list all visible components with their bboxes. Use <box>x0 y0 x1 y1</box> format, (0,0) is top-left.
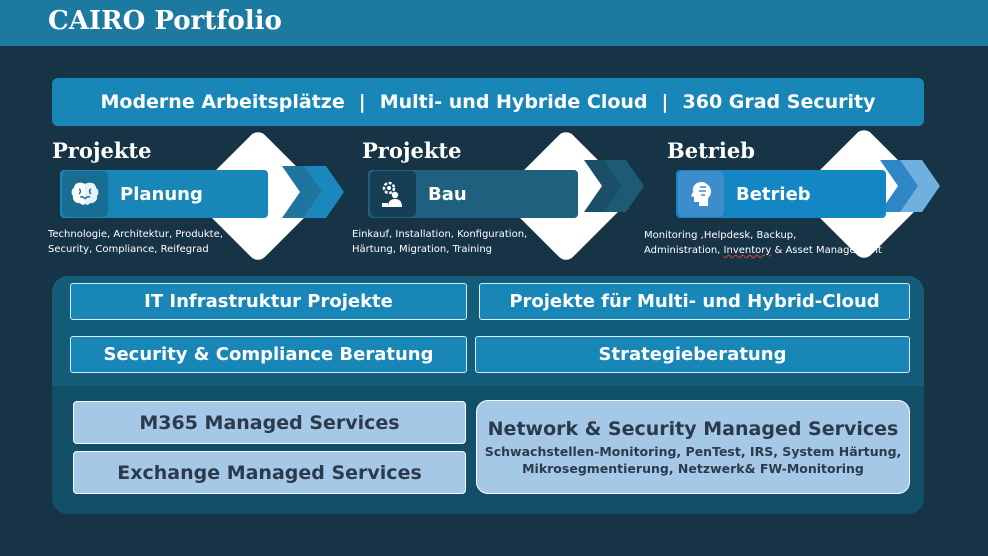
service-multi-hybrid-cloud: Projekte für Multi- und Hybrid-Cloud <box>479 283 910 320</box>
service-network-security-managed: Network & Security Managed Services Schw… <box>476 400 910 494</box>
focus-banner: Moderne Arbeitsplätze | Multi- und Hybri… <box>52 78 924 126</box>
phase-description-line: Härtung, Migration, Training <box>352 244 493 255</box>
banner-item-cloud: Multi- und Hybride Cloud <box>379 91 648 113</box>
phase-card-planung: Planung <box>60 170 268 218</box>
service-it-infrastructure: IT Infrastruktur Projekte <box>70 283 467 320</box>
services-panel: IT Infrastruktur Projekte Projekte für M… <box>52 276 924 514</box>
phase-description-text: & Asset Management <box>771 245 882 256</box>
phase-label-betrieb: Betrieb <box>736 183 811 205</box>
service-strategy-consulting: Strategieberatung <box>475 336 910 373</box>
title-bar: CAIRO Portfolio <box>0 0 988 46</box>
service-exchange-managed: Exchange Managed Services <box>73 451 466 494</box>
phase-heading-betrieb: Betrieb <box>667 138 755 163</box>
phase-description-text: Inventory <box>723 245 772 256</box>
phase-description-text: Administration, <box>644 245 724 256</box>
banner-item-workplace: Moderne Arbeitsplätze <box>100 91 345 113</box>
banner-separator: | <box>358 91 366 113</box>
phase-heading-bau: Projekte <box>362 138 462 163</box>
phase-description-line: Einkauf, Installation, Konfiguration, <box>352 229 528 240</box>
service-detail-line: Mikrosegmentierung, Netzwerk& FW-Monitor… <box>522 461 864 476</box>
phase-description-betrieb: Monitoring ,Helpdesk, Backup, Administra… <box>644 228 882 258</box>
phase-description-planung: Technologie, Architektur, Produkte, Secu… <box>48 227 223 257</box>
banner-separator: | <box>661 91 669 113</box>
gear-worker-icon <box>370 171 416 217</box>
phase-label-bau: Bau <box>428 183 467 205</box>
phase-description-line: Security, Compliance, Reifegrad <box>48 244 209 255</box>
phase-heading-planung: Projekte <box>52 138 152 163</box>
service-security-compliance: Security & Compliance Beratung <box>70 336 467 373</box>
brain-icon <box>62 171 108 217</box>
phase-label-planung: Planung <box>120 183 203 205</box>
phase-description-bau: Einkauf, Installation, Konfiguration, Hä… <box>352 227 527 257</box>
phase-card-betrieb: Betrieb <box>676 170 886 218</box>
phase-card-bau: Bau <box>368 170 578 218</box>
service-detail-line: Schwachstellen-Monitoring, PenTest, IRS,… <box>484 444 902 459</box>
phase-description-line: Technologie, Architektur, Produkte, <box>48 229 223 240</box>
service-m365-managed: M365 Managed Services <box>73 401 466 444</box>
page-title: CAIRO Portfolio <box>48 6 282 36</box>
phase-description-line: Monitoring ,Helpdesk, Backup, <box>644 230 797 241</box>
service-title: Network & Security Managed Services <box>487 418 899 440</box>
phase-description-line: Administration, Inventory & Asset Manage… <box>644 243 882 258</box>
banner-item-security: 360 Grad Security <box>682 91 876 113</box>
head-profile-icon <box>678 171 724 217</box>
